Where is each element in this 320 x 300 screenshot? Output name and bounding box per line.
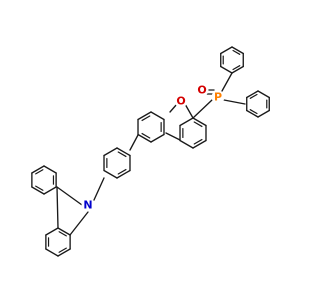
- oxygen-oxide-atom: O: [195, 83, 209, 97]
- phenyl-right-double-bond: [249, 109, 258, 115]
- dibenzofuran-right-ring-bond: [179, 117, 194, 127]
- phenyl-upper-bond: [220, 46, 233, 55]
- oxygen-furan-atom: O: [174, 94, 188, 108]
- nitrogen-atom: N: [81, 198, 95, 212]
- phenyl-right-double-bond: [249, 93, 258, 99]
- carbazole-lower-ring-bond: [57, 248, 71, 257]
- phenyl-upper-bond: [231, 65, 244, 74]
- dibenzofuran-left-ring-bond: [137, 133, 152, 143]
- phenyl-upper-bond: [220, 65, 233, 74]
- dibenzofuran-right-ring-bond: [192, 117, 207, 127]
- phenylene-ring-bond: [103, 147, 118, 157]
- carbazole-bond: [69, 211, 89, 236]
- carbazole-lower-ring-double-bond: [58, 231, 67, 237]
- molecule-canvas: O O P N: [31, 46, 270, 257]
- n-aryl-bond: [93, 177, 105, 201]
- carbazole-upper-ring-bond: [43, 186, 57, 195]
- phenylene-ring-double-bond: [117, 168, 127, 175]
- furan-bond: [169, 103, 178, 113]
- carbazole-upper-ring-double-bond: [35, 169, 44, 175]
- phenyl-right-bond: [246, 90, 259, 99]
- carbazole-upper-ring-bond: [43, 165, 57, 174]
- carbazole-lower-ring-bond: [57, 227, 71, 236]
- carbazole-lower-ring-bond: [45, 227, 59, 236]
- carbazole-bond: [56, 186, 83, 206]
- phenyl-upper-double-bond: [232, 65, 241, 71]
- furan-bond: [184, 103, 194, 119]
- carbazole-lower-ring-double-bond: [58, 247, 67, 253]
- carbazole-upper-ring-double-bond: [35, 185, 44, 191]
- dibenzofuran-right-ring-double-bond: [193, 121, 203, 128]
- biaryl-bond: [129, 134, 139, 151]
- molecule-structure: O O P N: [31, 46, 270, 257]
- phenyl-right-bond: [246, 109, 259, 118]
- dibenzofuran-left-ring-bond: [150, 111, 165, 121]
- phosphorus-label: P: [214, 91, 222, 104]
- dibenzofuran-right-ring-bond: [179, 139, 194, 149]
- oxygen-oxide-label: O: [197, 84, 206, 97]
- p-phenyl-bond: [221, 72, 233, 92]
- dibenzofuran-left-ring-bond: [137, 111, 152, 121]
- furan-bond: [165, 132, 181, 141]
- dibenzofuran-left-ring-double-bond: [141, 132, 151, 139]
- phenylene-ring-bond: [116, 147, 131, 157]
- phenyl-right-bond: [257, 109, 270, 118]
- atom-label-layer: O O P N: [81, 83, 225, 212]
- dibenzofuran-left-ring-bond: [150, 133, 165, 143]
- nitrogen-label: N: [83, 199, 92, 212]
- oxygen-furan-label: O: [176, 95, 185, 108]
- carbazole-lower-ring-bond: [45, 248, 59, 257]
- dibenzofuran-left-ring-double-bond: [141, 115, 151, 122]
- bond-layer: [31, 46, 270, 257]
- phenyl-right-bond: [257, 90, 270, 99]
- phosphorus-atom: P: [211, 90, 225, 104]
- phenylene-ring-bond: [116, 169, 131, 179]
- phenylene-ring-double-bond: [117, 151, 127, 158]
- carbazole-upper-ring-bond: [31, 186, 45, 195]
- carbazole-upper-ring-bond: [31, 165, 45, 174]
- phenylene-ring-bond: [103, 169, 118, 179]
- p-aryl-bond: [192, 99, 213, 119]
- phenyl-upper-bond: [231, 46, 244, 55]
- carbazole-bond: [56, 186, 59, 229]
- p-phenyl-bond: [223, 99, 246, 105]
- dibenzofuran-right-ring-bond: [192, 139, 207, 149]
- phenyl-upper-double-bond: [232, 49, 241, 55]
- dibenzofuran-right-ring-double-bond: [193, 138, 203, 145]
